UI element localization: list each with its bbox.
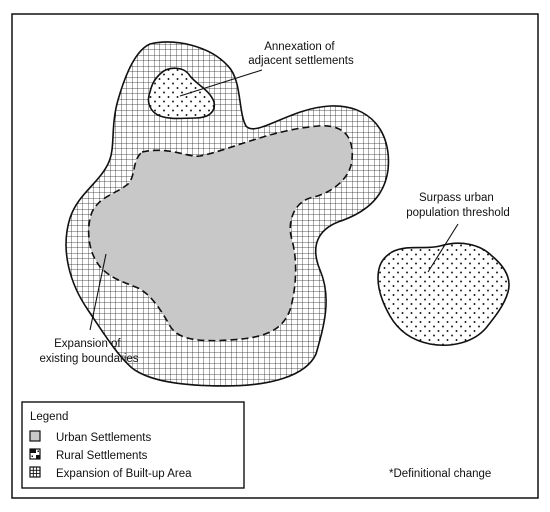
legend-title: Legend bbox=[30, 411, 68, 423]
surpass-label-line-1: Surpass urban bbox=[419, 192, 494, 204]
expansion-leader-line bbox=[89, 253, 107, 331]
built-up-area-swatch-icon bbox=[29, 466, 41, 478]
rural-settlement-swatch-icon bbox=[29, 448, 41, 460]
annexation-label: Annexation of adjacent settlements bbox=[248, 41, 354, 67]
legend-item-built-up: Expansion of Built-up Area bbox=[56, 468, 192, 480]
annexation-label-line-2: adjacent settlements bbox=[248, 55, 354, 67]
legend: Legend Urban Settlements Rural Settlemen… bbox=[21, 401, 245, 489]
legend-item-urban: Urban Settlements bbox=[56, 432, 151, 444]
expansion-label-line-1: Expansion of bbox=[54, 338, 121, 350]
expansion-label: Expansion of existing boundaries bbox=[39, 338, 138, 365]
urban-settlement-swatch-icon bbox=[29, 430, 41, 442]
annexed-rural-settlement bbox=[147, 67, 216, 120]
surpass-label-line-2: population threshold bbox=[406, 207, 510, 219]
definitional-change-footnote: *Definitional change bbox=[389, 468, 491, 480]
surpass-leader-line bbox=[427, 223, 459, 273]
surpass-label: Surpass urban population threshold bbox=[406, 192, 510, 219]
legend-box bbox=[21, 401, 245, 489]
legend-item-rural: Rural Settlements bbox=[56, 450, 148, 462]
threshold-rural-settlement bbox=[377, 242, 510, 346]
urban-settlement-area bbox=[87, 125, 354, 342]
annexation-label-line-1: Annexation of bbox=[264, 41, 335, 53]
annexation-leader-line bbox=[179, 69, 263, 97]
expansion-label-line-2: existing boundaries bbox=[39, 353, 138, 365]
